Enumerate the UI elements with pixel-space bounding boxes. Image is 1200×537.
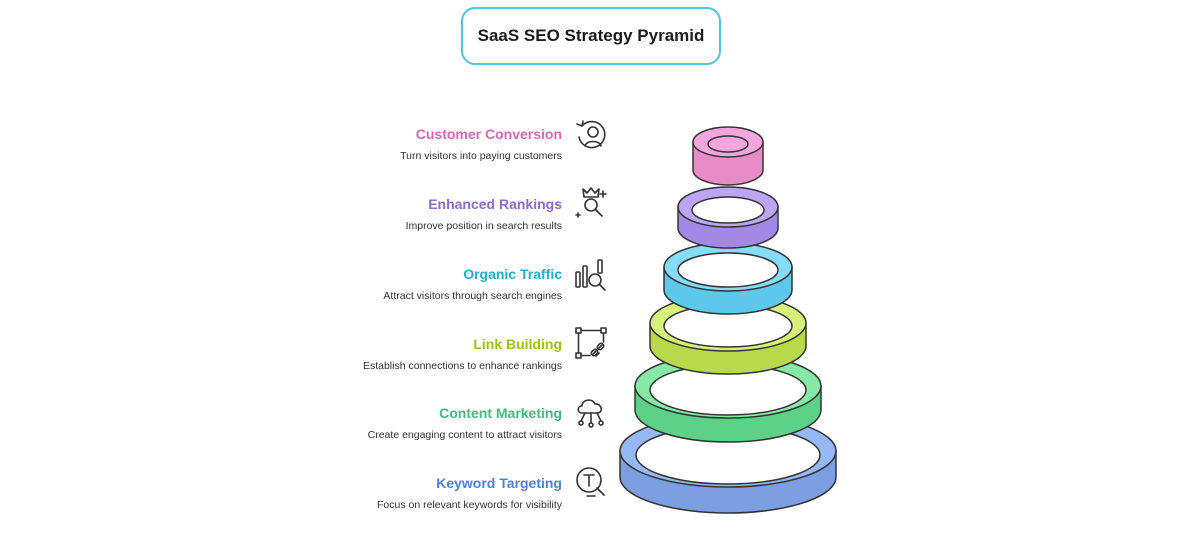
ring-pyramid [619,126,837,514]
tier-description-keyword-targeting: Focus on relevant keywords for visibilit… [377,499,562,511]
tier-heading-organic-traffic: Organic Traffic [463,266,562,282]
tier-heading-keyword-targeting: Keyword Targeting [436,475,562,491]
tier-heading-content-marketing: Content Marketing [439,405,562,421]
ring-customer-conversion [692,126,764,186]
crown-search-icon [573,186,609,222]
link-frame-icon [573,325,609,361]
tier-heading-link-building: Link Building [473,336,562,352]
ring-enhanced-rankings [677,186,779,249]
title-box: SaaS SEO Strategy Pyramid [461,7,721,65]
tier-description-enhanced-rankings: Improve position in search results [405,220,562,232]
tier-description-link-building: Establish connections to enhance ranking… [362,360,562,372]
ring-organic-traffic [663,242,793,315]
user-refresh-icon [573,117,609,153]
tier-heading-enhanced-rankings: Enhanced Rankings [428,196,562,212]
ring-content-marketing [634,353,822,443]
text-search-icon [573,465,609,501]
cloud-network-icon [573,395,609,431]
tier-description-organic-traffic: Attract visitors through search engines [383,290,562,302]
tier-description-customer-conversion: Turn visitors into paying customers [400,150,562,162]
tier-heading-customer-conversion: Customer Conversion [415,126,562,142]
analytics-search-icon [573,256,609,292]
tier-description-content-marketing: Create engaging content to attract visit… [367,429,562,441]
diagram-title: SaaS SEO Strategy Pyramid [477,26,705,45]
